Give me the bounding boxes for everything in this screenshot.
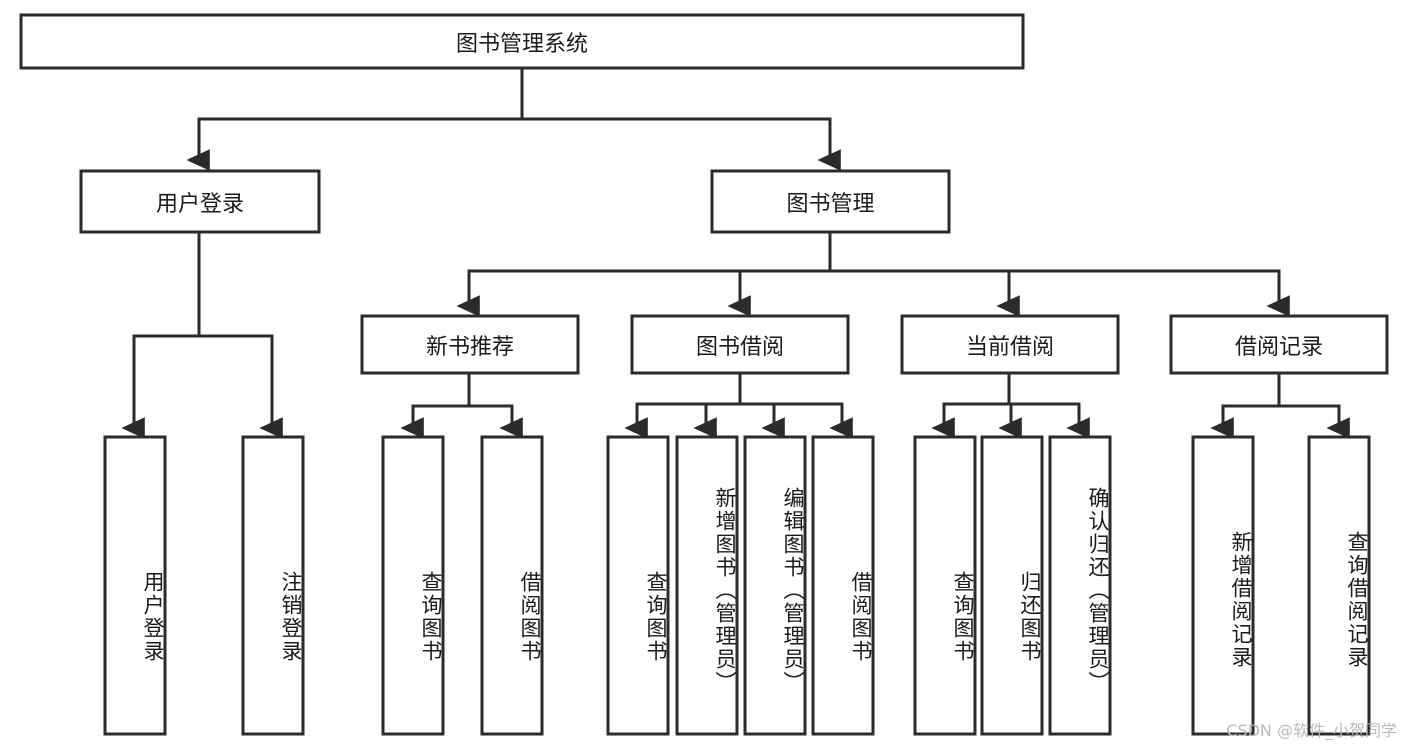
leaf-box-new-book-1[interactable] xyxy=(381,435,445,736)
leaf-box-borrow-record-2[interactable] xyxy=(1307,435,1371,736)
leaf-box-book-borrow-3[interactable] xyxy=(743,435,807,736)
node-root-box[interactable] xyxy=(19,13,1025,70)
leaf-box-current-borrow-1[interactable] xyxy=(913,435,977,736)
leaf-box-book-borrow-1[interactable] xyxy=(606,435,670,736)
node-book-borrow-box[interactable] xyxy=(630,314,850,375)
node-book-manage-box[interactable] xyxy=(710,169,951,234)
leaf-box-book-borrow-4[interactable] xyxy=(811,435,875,736)
leaf-box-borrow-record-1[interactable] xyxy=(1191,435,1255,736)
node-user-login-box[interactable] xyxy=(79,169,321,234)
leaf-box-current-borrow-3[interactable] xyxy=(1048,435,1112,736)
leaf-box-new-book-2[interactable] xyxy=(480,435,544,736)
leaf-box-current-borrow-2[interactable] xyxy=(980,435,1044,736)
leaf-box-user-login-2[interactable] xyxy=(241,435,305,736)
node-new-book-box[interactable] xyxy=(360,314,580,375)
node-current-borrow-box[interactable] xyxy=(900,314,1120,375)
node-borrow-record-box[interactable] xyxy=(1169,314,1389,375)
leaf-box-book-borrow-2[interactable] xyxy=(675,435,739,736)
leaf-box-user-login-1[interactable] xyxy=(103,435,167,736)
